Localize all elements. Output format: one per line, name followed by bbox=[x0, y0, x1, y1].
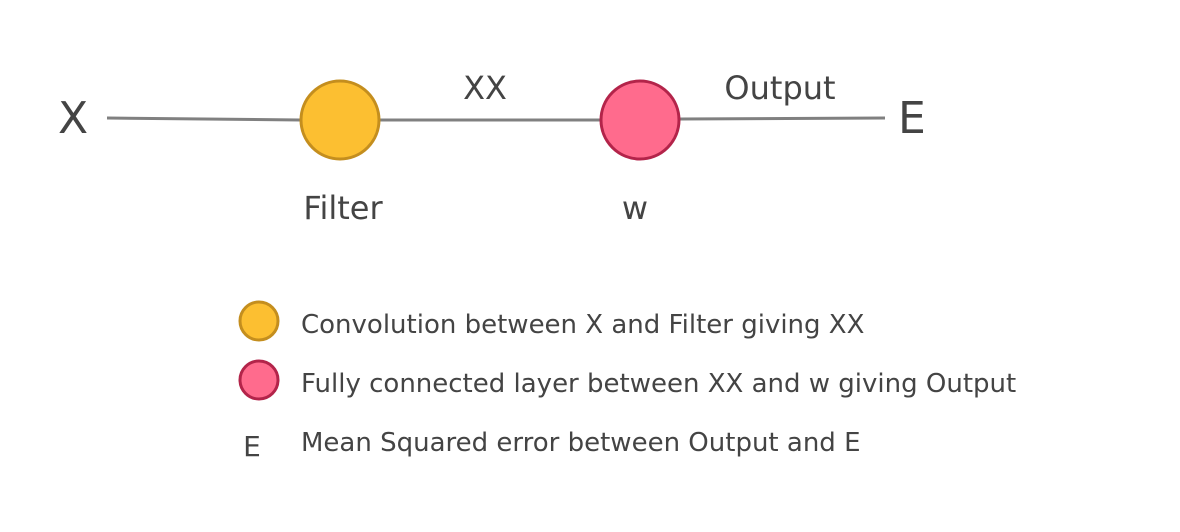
legend-item-fully-connected: Fully connected layer between XX and w g… bbox=[301, 369, 1016, 399]
legend-yellow-circle-icon bbox=[238, 300, 280, 342]
edge-x-filter bbox=[106, 116, 301, 122]
convolution-node bbox=[299, 79, 381, 161]
xx-label: XX bbox=[463, 69, 507, 107]
legend-e-symbol: E bbox=[243, 430, 261, 463]
target-label: E bbox=[898, 93, 926, 144]
fully-connected-node bbox=[599, 79, 681, 161]
edge-output bbox=[679, 116, 886, 121]
legend-pink-circle-icon bbox=[238, 359, 280, 401]
w-label: w bbox=[622, 189, 648, 227]
filter-label: Filter bbox=[303, 189, 383, 227]
legend-item-convolution: Convolution between X and Filter giving … bbox=[301, 310, 864, 340]
legend-item-mse: Mean Squared error between Output and E bbox=[301, 428, 861, 458]
output-label: Output bbox=[724, 69, 835, 107]
legend: Convolution between X and Filter giving … bbox=[238, 300, 1016, 463]
input-label: X bbox=[58, 93, 88, 144]
